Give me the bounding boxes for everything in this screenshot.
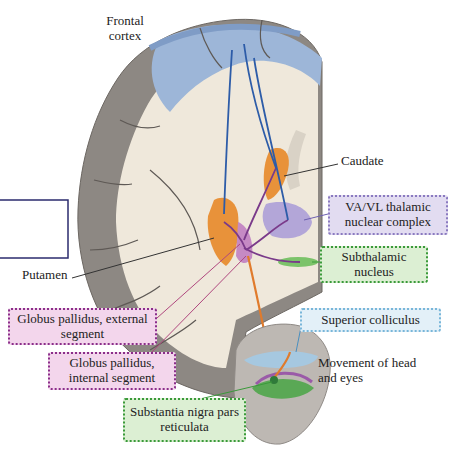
ventricle <box>286 130 306 190</box>
box-text: VA/VL thalamic nuclear complex <box>334 200 442 229</box>
nigra-band <box>256 373 312 384</box>
label-box: Globus pallidus, internal segment <box>48 352 176 390</box>
box-text-group: Substantia nigra pars reticulata <box>129 405 240 434</box>
box-text: Substantia nigra pars reticulata <box>129 405 240 434</box>
structure-label: Putamen <box>22 268 92 283</box>
box-text-group: Subthalamic nucleus <box>326 250 422 279</box>
superior-colliculus-structure <box>244 351 318 368</box>
label-box: Globus pallidus, external segment <box>8 308 157 345</box>
partial-box <box>0 200 68 258</box>
cortex-band <box>150 27 300 48</box>
structure-label: Caudate <box>341 154 421 169</box>
structure-label: Movement of head and eyes <box>318 356 433 385</box>
globus-pallidus-structure <box>236 222 252 263</box>
substantia-nigra-structure <box>252 379 314 399</box>
label-box: Substantia nigra pars reticulata <box>123 398 246 442</box>
label-box: VA/VL thalamic nuclear complex <box>328 195 448 235</box>
nigro-collicular-path <box>274 352 290 378</box>
sulci <box>90 20 270 350</box>
brainstem-slice <box>234 324 330 444</box>
structure-label: Frontal cortex <box>90 14 160 43</box>
box-text: Globus pallidus, internal segment <box>54 356 170 385</box>
nigra-dot <box>270 376 278 384</box>
label-box: Subthalamic nucleus <box>320 246 428 283</box>
caudate-structure <box>264 148 289 200</box>
box-text: Globus pallidus, external segment <box>14 312 151 341</box>
box-text-group: VA/VL thalamic nuclear complex <box>334 200 442 229</box>
box-text-group: Superior colliculus <box>321 313 420 328</box>
putamen-structure <box>208 198 239 266</box>
box-text: Subthalamic nucleus <box>326 250 422 279</box>
box-text: Superior colliculus <box>321 313 420 328</box>
box-text-group: Globus pallidus, external segment <box>14 312 151 341</box>
label-box: Superior colliculus <box>300 308 441 332</box>
box-text-group: Globus pallidus, internal segment <box>54 356 170 385</box>
